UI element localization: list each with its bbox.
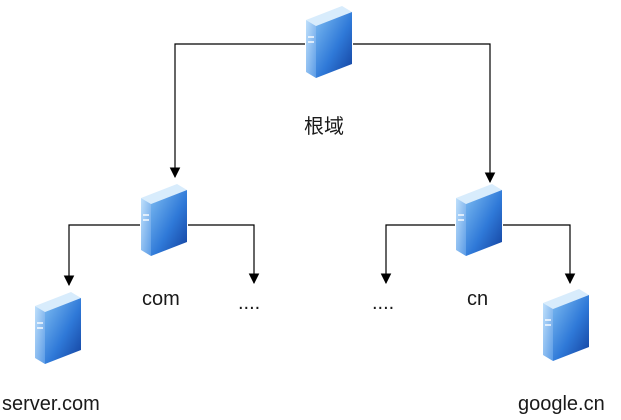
node-label-cn-more: ....: [372, 292, 395, 314]
node-label-com: com: [142, 288, 180, 310]
node-label-com-more: ....: [238, 292, 261, 314]
edge-com-more: [188, 224, 260, 285]
server-icon: [141, 184, 187, 256]
edge-com-server: [63, 224, 140, 287]
edge-cn-google: [503, 224, 576, 285]
server-icon: [543, 289, 589, 361]
node-label-root: 根域: [304, 116, 344, 138]
node-label-server-com: server.com: [2, 393, 100, 415]
connectors: [63, 43, 576, 287]
edge-root-com: [169, 43, 305, 179]
edge-cn-more: [380, 224, 455, 285]
server-icon: [456, 184, 502, 256]
server-icon: [306, 6, 352, 78]
node-label-cn: cn: [467, 288, 489, 310]
edge-root-cn: [353, 43, 496, 184]
server-icon: [35, 292, 81, 364]
node-label-google-cn: google.cn: [518, 393, 605, 415]
